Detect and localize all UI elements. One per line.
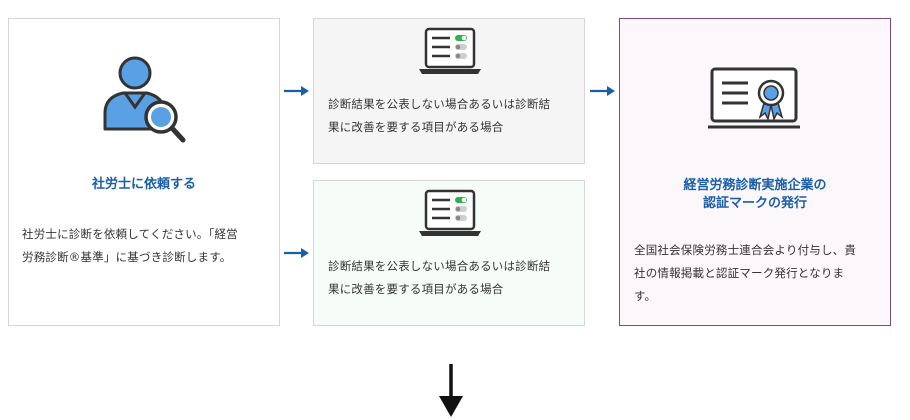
desc-line: 果に改善を要する項目がある場合: [328, 282, 504, 296]
title-line: 経営労務診断実施企業の: [683, 178, 827, 193]
step-certification-description: 全国社会保険労務士連合会より付与し、貴 社の情報掲載と認証マーク発行となりま す…: [634, 239, 856, 308]
arrow-right-icon: [284, 248, 309, 258]
step-certification-card: 経営労務診断実施企業の 認証マークの発行 全国社会保険労務士連合会より付与し、貴…: [619, 18, 891, 326]
step-request-title: 社労士に依頼する: [91, 177, 196, 192]
arrow-down-icon: [439, 364, 463, 417]
desc-line: す。: [634, 289, 657, 303]
step-improvement-card: 診断結果を公表しない場合あるいは診断結 果に改善を要する項目がある場合: [313, 180, 585, 326]
title-line: 認証マークの発行: [702, 196, 807, 211]
person-magnifier-icon: [103, 56, 186, 143]
step-not-disclosed-description: 診断結果を公表しない場合あるいは診断結 果に改善を要する項目がある場合: [328, 93, 550, 139]
certificate-icon: [708, 67, 800, 129]
step-request-description: 社労士に診断を依頼してください。「経営 労務診断®基準」に基づき診断します。: [22, 223, 238, 269]
laptop-checklist-icon: [419, 27, 481, 74]
step-request-card: 社労士に依頼する 社労士に診断を依頼してください。「経営 労務診断®基準」に基づ…: [8, 18, 280, 326]
step-improvement-description: 診断結果を公表しない場合あるいは診断結 果に改善を要する項目がある場合: [328, 255, 550, 301]
laptop-checklist-icon: [419, 189, 481, 236]
desc-line: 診断結果を公表しない場合あるいは診断結: [328, 259, 551, 273]
arrow-right-icon: [590, 86, 615, 96]
desc-line: 果に改善を要する項目がある場合: [328, 120, 504, 134]
desc-line: 労務診断®基準」に基づき診断します。: [22, 250, 232, 264]
desc-line: 社労士に診断を依頼してください。「経営: [22, 227, 238, 241]
desc-line: 診断結果を公表しない場合あるいは診断結: [328, 97, 551, 111]
step-not-disclosed-card: 診断結果を公表しない場合あるいは診断結 果に改善を要する項目がある場合: [313, 18, 585, 164]
step-certification-title: 経営労務診断実施企業の 認証マークの発行: [620, 177, 890, 213]
desc-line: 社の情報掲載と認証マーク発行となりま: [634, 266, 845, 280]
desc-line: 全国社会保険労務士連合会より付与し、貴: [634, 243, 857, 257]
arrow-right-icon: [284, 86, 309, 96]
